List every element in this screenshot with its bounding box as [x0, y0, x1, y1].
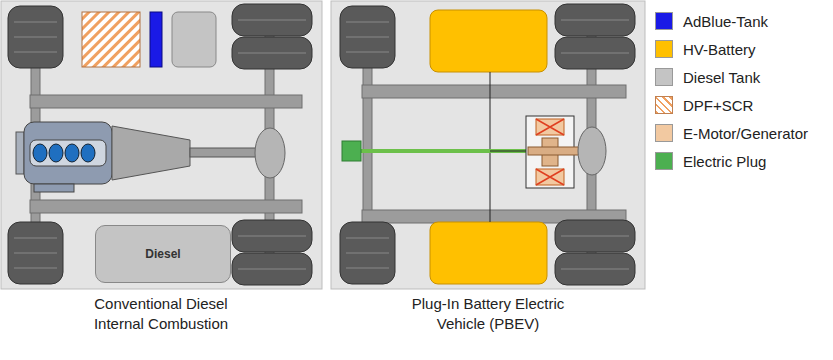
panel-caption: Conventional Diesel Internal Combustion: [81, 294, 241, 334]
wheels: [8, 4, 312, 285]
legend-swatch: [655, 124, 673, 142]
hv-cable: [490, 72, 491, 222]
legend-entry: E-Motor/Generator: [655, 122, 808, 144]
legend-swatch: [655, 40, 673, 58]
legend-text: Diesel Tank: [683, 69, 760, 86]
diesel-tank: Diesel: [95, 225, 231, 283]
legend-entry: HV-Battery: [655, 38, 756, 60]
hv-battery: [430, 10, 547, 72]
panel-caption: Plug-In Battery Electric Vehicle (PBEV): [393, 294, 583, 334]
legend-swatch: [655, 68, 673, 86]
adblue-tank: [150, 12, 162, 67]
legend-text: E-Motor/Generator: [683, 125, 808, 142]
legend-entry: Electric Plug: [655, 150, 766, 172]
gearbox: [112, 126, 190, 180]
differential: [255, 128, 285, 178]
legend-entry: DPF+SCR: [655, 94, 753, 116]
legend-text: AdBlue-Tank: [683, 13, 768, 30]
legend-text: Electric Plug: [683, 153, 766, 170]
hv-cable: [490, 151, 528, 152]
legend-swatch: [655, 152, 673, 170]
legend-text: HV-Battery: [683, 41, 756, 58]
charging-cable: [360, 149, 528, 153]
legend-entry: AdBlue-Tank: [655, 10, 768, 32]
legend-entry: Diesel Tank: [655, 66, 760, 88]
dpf-scr: [82, 12, 140, 67]
panel: [331, 1, 645, 289]
wheels: [340, 4, 635, 285]
engine: [16, 122, 112, 192]
legend-text: DPF+SCR: [683, 97, 753, 114]
legend-swatch: [655, 96, 673, 114]
tank-label: Diesel: [145, 247, 180, 261]
electric-plug: [342, 141, 361, 161]
small-tank: [172, 12, 216, 67]
legend-swatch: [655, 12, 673, 30]
panel: [1, 1, 322, 289]
driveshaft: [190, 148, 258, 157]
differential: [578, 127, 606, 175]
hv-battery: [430, 222, 547, 284]
